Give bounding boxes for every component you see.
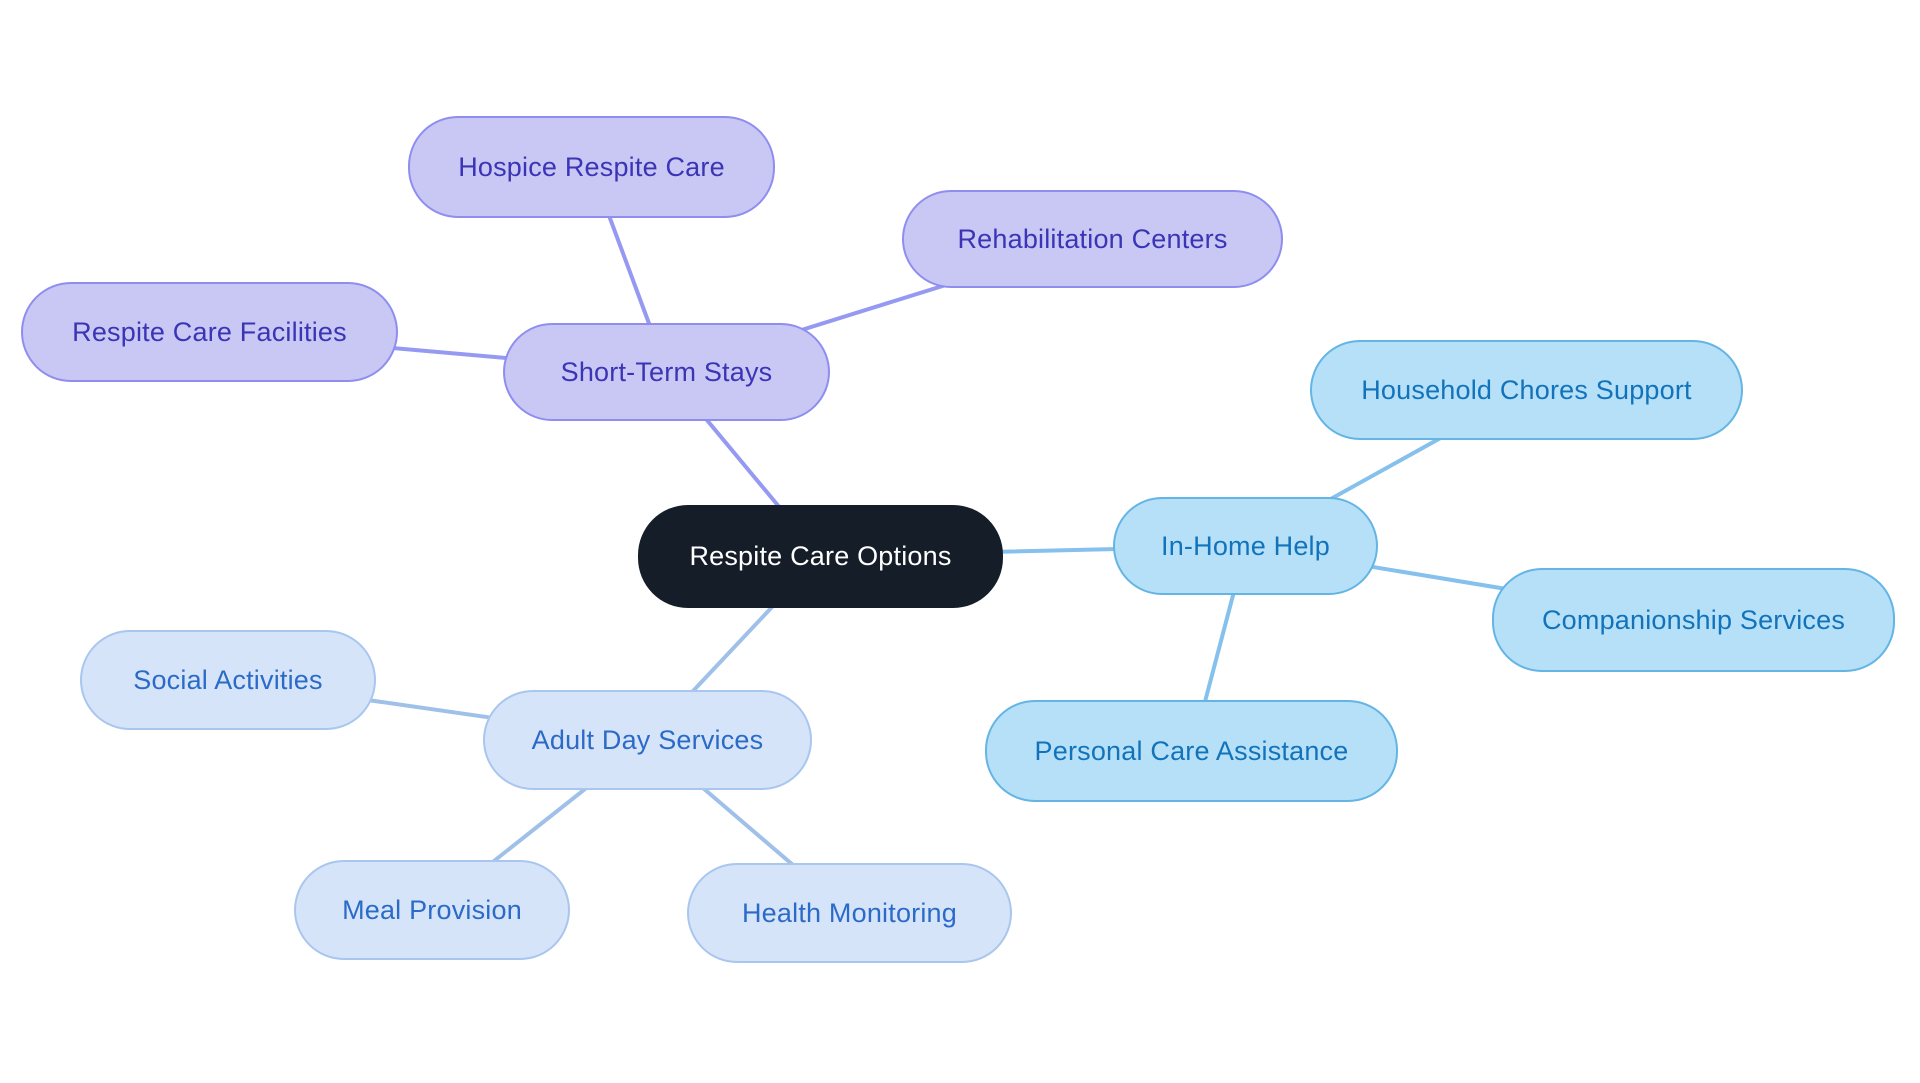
node-companionship-services[interactable]: Companionship Services bbox=[1492, 568, 1895, 672]
node-adult-day-services[interactable]: Adult Day Services bbox=[483, 690, 812, 790]
node-rehabilitation-centers[interactable]: Rehabilitation Centers bbox=[902, 190, 1283, 288]
node-label: Household Chores Support bbox=[1361, 374, 1692, 405]
node-label: Hospice Respite Care bbox=[458, 151, 725, 182]
node-label: Personal Care Assistance bbox=[1034, 735, 1349, 766]
node-label: Health Monitoring bbox=[741, 897, 957, 928]
node-label: Meal Provision bbox=[342, 894, 522, 925]
node-label: Companionship Services bbox=[1541, 604, 1846, 635]
node-label: Short-Term Stays bbox=[560, 356, 773, 387]
node-label: Social Activities bbox=[133, 664, 323, 695]
node-label: Adult Day Services bbox=[531, 724, 764, 755]
node-hospice-respite-care[interactable]: Hospice Respite Care bbox=[408, 116, 775, 218]
node-short-term-stays[interactable]: Short-Term Stays bbox=[503, 323, 830, 421]
node-label: Rehabilitation Centers bbox=[957, 223, 1228, 254]
node-in-home-help[interactable]: In-Home Help bbox=[1113, 497, 1378, 595]
node-meal-provision[interactable]: Meal Provision bbox=[294, 860, 570, 960]
node-personal-care-assistance[interactable]: Personal Care Assistance bbox=[985, 700, 1398, 802]
node-household-chores-support[interactable]: Household Chores Support bbox=[1310, 340, 1743, 440]
node-label: Respite Care Options bbox=[689, 541, 952, 571]
node-health-monitoring[interactable]: Health Monitoring bbox=[687, 863, 1012, 963]
node-respite-care-facilities[interactable]: Respite Care Facilities bbox=[21, 282, 398, 382]
node-label: Respite Care Facilities bbox=[72, 316, 347, 347]
node-respite-care-options[interactable]: Respite Care Options bbox=[638, 505, 1003, 608]
node-label: In-Home Help bbox=[1161, 530, 1330, 561]
node-social-activities[interactable]: Social Activities bbox=[80, 630, 376, 730]
